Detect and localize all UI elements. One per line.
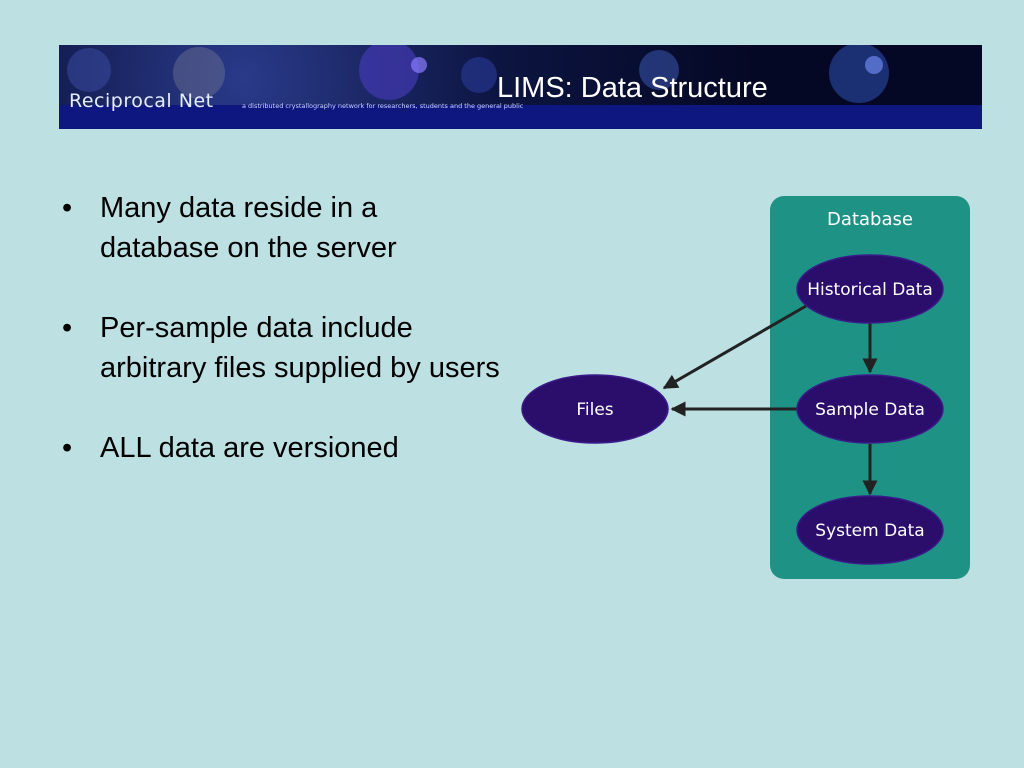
node-sample-data-label: Sample Data (815, 400, 925, 420)
bullet-dot: • (62, 192, 73, 224)
bullet-text: ALL data are versioned (100, 432, 399, 464)
bullet-dot: • (62, 432, 73, 464)
banner-lower-band (59, 105, 982, 129)
node-files-label: Files (576, 400, 613, 420)
node-system-data (796, 495, 944, 565)
node-historical-data (796, 254, 944, 324)
arrow-historical-to-files (662, 304, 807, 390)
banner-decoration (67, 45, 889, 103)
header-banner: Reciprocal Net a distributed crystallogr… (59, 45, 982, 129)
node-historical-data-label: Historical Data (807, 280, 933, 300)
node-system-data-label: System Data (815, 521, 924, 541)
brand-logo: Reciprocal Net (69, 90, 214, 112)
slide-title: LIMS: Data Structure (497, 72, 768, 104)
brand-tagline: a distributed crystallography network fo… (242, 102, 524, 110)
database-label: Database (827, 209, 913, 230)
node-sample-data (796, 374, 944, 444)
bullet-item: • Per-sample data include arbitrary file… (60, 308, 500, 388)
bullet-text: Per-sample data include arbitrary files … (100, 312, 500, 384)
bullet-text: Many data reside in a database on the se… (100, 192, 397, 264)
node-files (521, 374, 669, 444)
bullet-list: • Many data reside in a database on the … (60, 188, 500, 508)
bullet-dot: • (62, 312, 73, 344)
bullet-item: • ALL data are versioned (60, 428, 500, 468)
bullet-item: • Many data reside in a database on the … (60, 188, 500, 268)
